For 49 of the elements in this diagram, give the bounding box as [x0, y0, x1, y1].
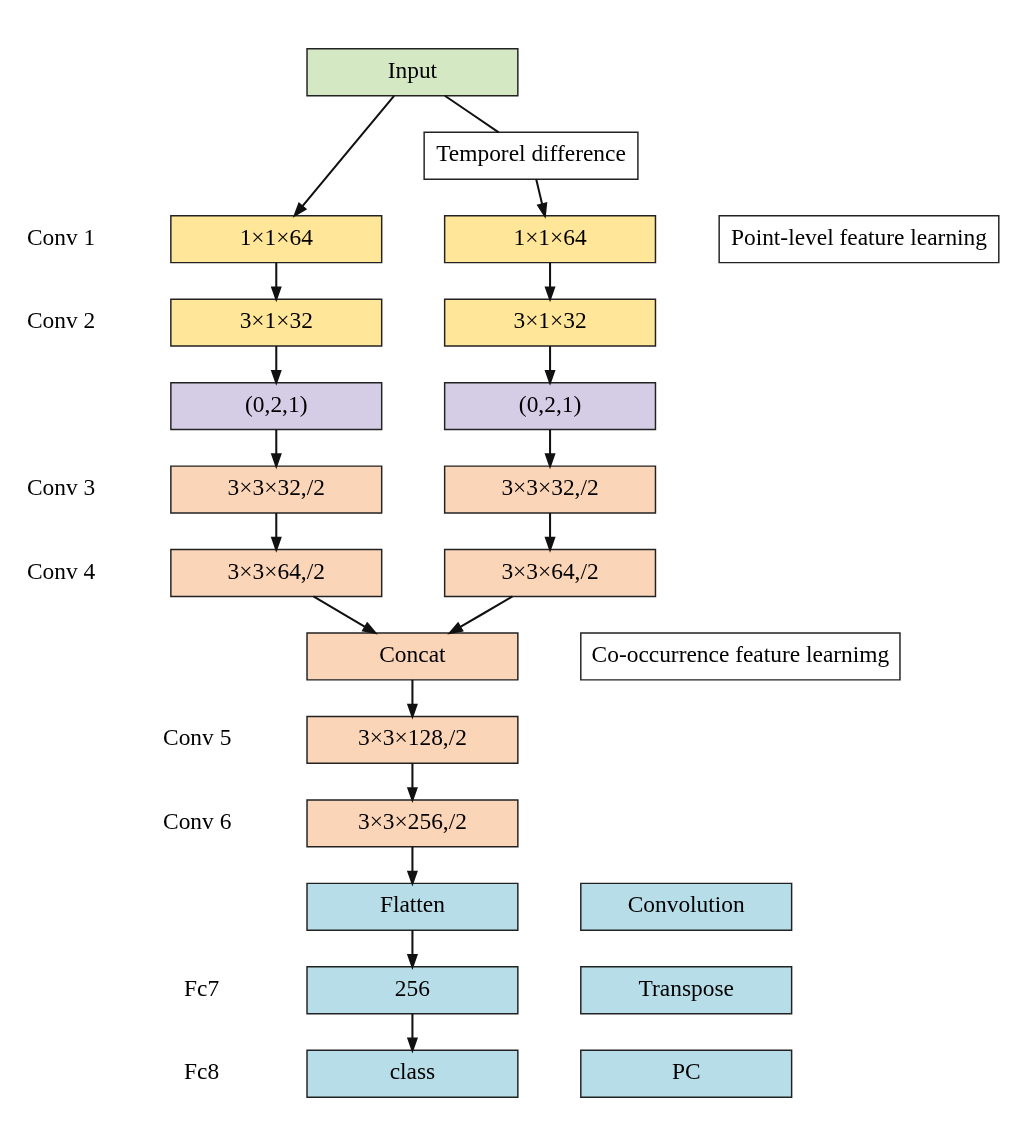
node-box: (0,2,1) — [170, 381, 383, 430]
arrow — [544, 512, 556, 553]
node-box: 3×3×32,/2 — [443, 464, 657, 514]
arrow — [270, 262, 282, 302]
arrow — [270, 345, 282, 386]
arrow — [270, 512, 282, 553]
arrow — [544, 429, 556, 469]
node-box: (0,2,1) — [443, 381, 657, 430]
arrow — [270, 429, 282, 469]
node-label: Conv 4 — [26, 557, 96, 584]
node-label: Conv 6 — [163, 807, 232, 834]
node-box: Temporel difference — [423, 131, 639, 180]
node-box: 3×3×128,/2 — [306, 715, 519, 764]
arrow — [292, 94, 395, 218]
node-box: Input — [306, 47, 519, 96]
node-box: 3×3×256,/2 — [306, 798, 519, 847]
node-box: 1×1×64 — [170, 214, 383, 263]
node-box: 3×1×32 — [443, 298, 657, 347]
arrow — [544, 345, 556, 386]
node-box: 3×3×64,/2 — [170, 548, 383, 597]
arrow — [535, 178, 548, 219]
node-box: 3×1×32 — [170, 298, 383, 347]
node-label: Fc8 — [184, 1057, 220, 1084]
node-box: PC — [580, 1049, 793, 1098]
connector — [444, 94, 500, 133]
arrow — [406, 679, 418, 720]
arrow — [406, 1013, 418, 1053]
node-box: 3×3×64,/2 — [443, 548, 657, 597]
node-label: Conv 3 — [26, 473, 96, 500]
arrow — [312, 595, 378, 635]
node-box: Convolution — [580, 882, 793, 931]
node-box: Transpose — [580, 965, 793, 1014]
node-box: Concat — [306, 631, 519, 681]
node-box: class — [306, 1049, 519, 1098]
arrow — [406, 846, 418, 886]
arrow — [544, 262, 556, 302]
node-box: 1×1×64 — [443, 214, 657, 263]
node-label: Conv 5 — [163, 723, 232, 750]
node-box: 3×3×32,/2 — [170, 464, 383, 514]
arrow — [447, 595, 513, 635]
node-label: Conv 1 — [26, 223, 96, 250]
node-box: 256 — [306, 965, 519, 1014]
node-label: Fc7 — [184, 974, 220, 1001]
arrow — [406, 762, 418, 803]
node-label: Conv 2 — [26, 306, 96, 333]
arrow — [406, 929, 418, 970]
node-box: Point-level feature learning — [718, 214, 1000, 263]
node-box: Flatten — [306, 882, 519, 931]
node-box: Co-occurrence feature learnimg — [580, 631, 901, 681]
